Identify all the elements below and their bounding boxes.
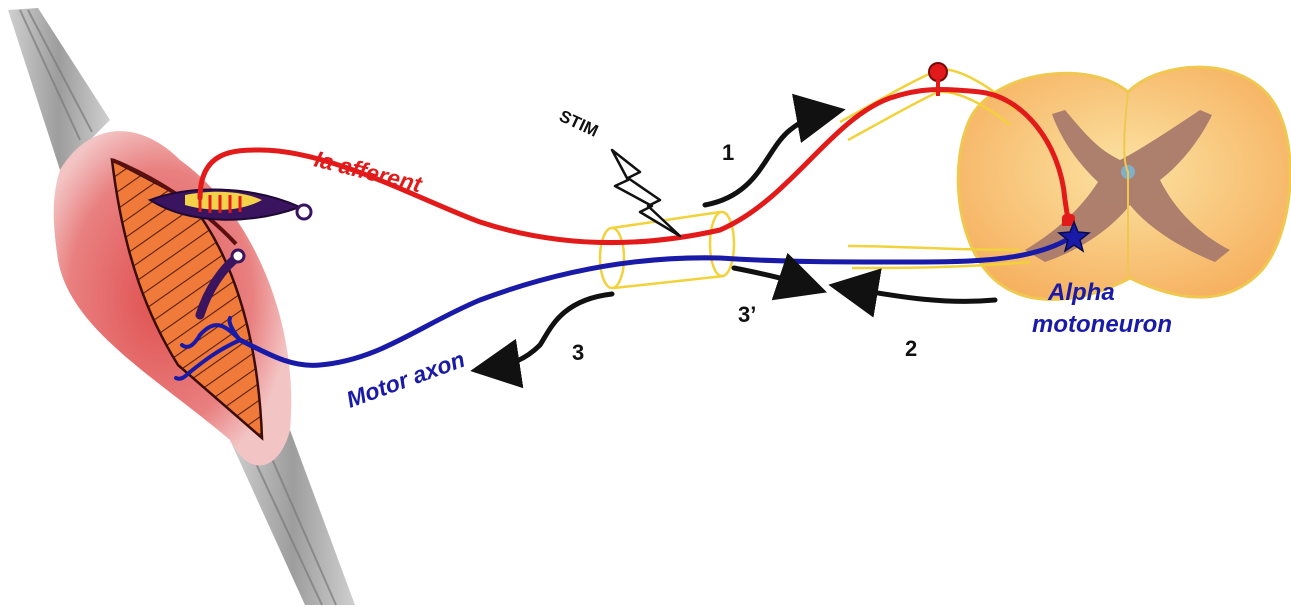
step-3prime-label: 3’: [738, 302, 756, 327]
afferent-terminal: [1062, 213, 1075, 226]
muscle-fibers: [110, 157, 264, 441]
cut-end-icon: [230, 248, 246, 264]
ia-afferent-fiber: [197, 87, 1071, 246]
spinal-cord: [956, 65, 1291, 301]
alpha-label-line1: Alpha: [1047, 279, 1115, 306]
step-3-label: 3: [572, 340, 584, 365]
alpha-motoneuron-star-icon: [1057, 219, 1091, 253]
arrow-1: [702, 93, 846, 208]
muscle-spindle: [147, 188, 313, 221]
dorsal-root-ganglion-icon: [928, 62, 948, 82]
arrow-3prime: [731, 252, 827, 301]
alpha-label-line2: motoneuron: [1032, 311, 1172, 338]
motor-end-plates: [174, 316, 242, 381]
motor-axon-fiber: [237, 235, 1073, 368]
muscle-tendons: [8, 8, 355, 606]
signal-arrows: [470, 93, 998, 389]
step-2-label: 2: [905, 336, 917, 361]
cut-nerve-ending: [195, 248, 246, 320]
step-1-label: 1: [722, 140, 734, 165]
arrow-3: [470, 291, 615, 389]
upper-tendon: [8, 8, 110, 170]
ia-afferent-label: Ia afferent: [312, 146, 426, 198]
stim-label: STIM: [556, 106, 601, 140]
spindle-end-icon: [295, 203, 313, 221]
lightning-bolt-icon: [610, 148, 682, 238]
stim-electrode: [598, 210, 736, 290]
arrow-2: [828, 268, 998, 318]
